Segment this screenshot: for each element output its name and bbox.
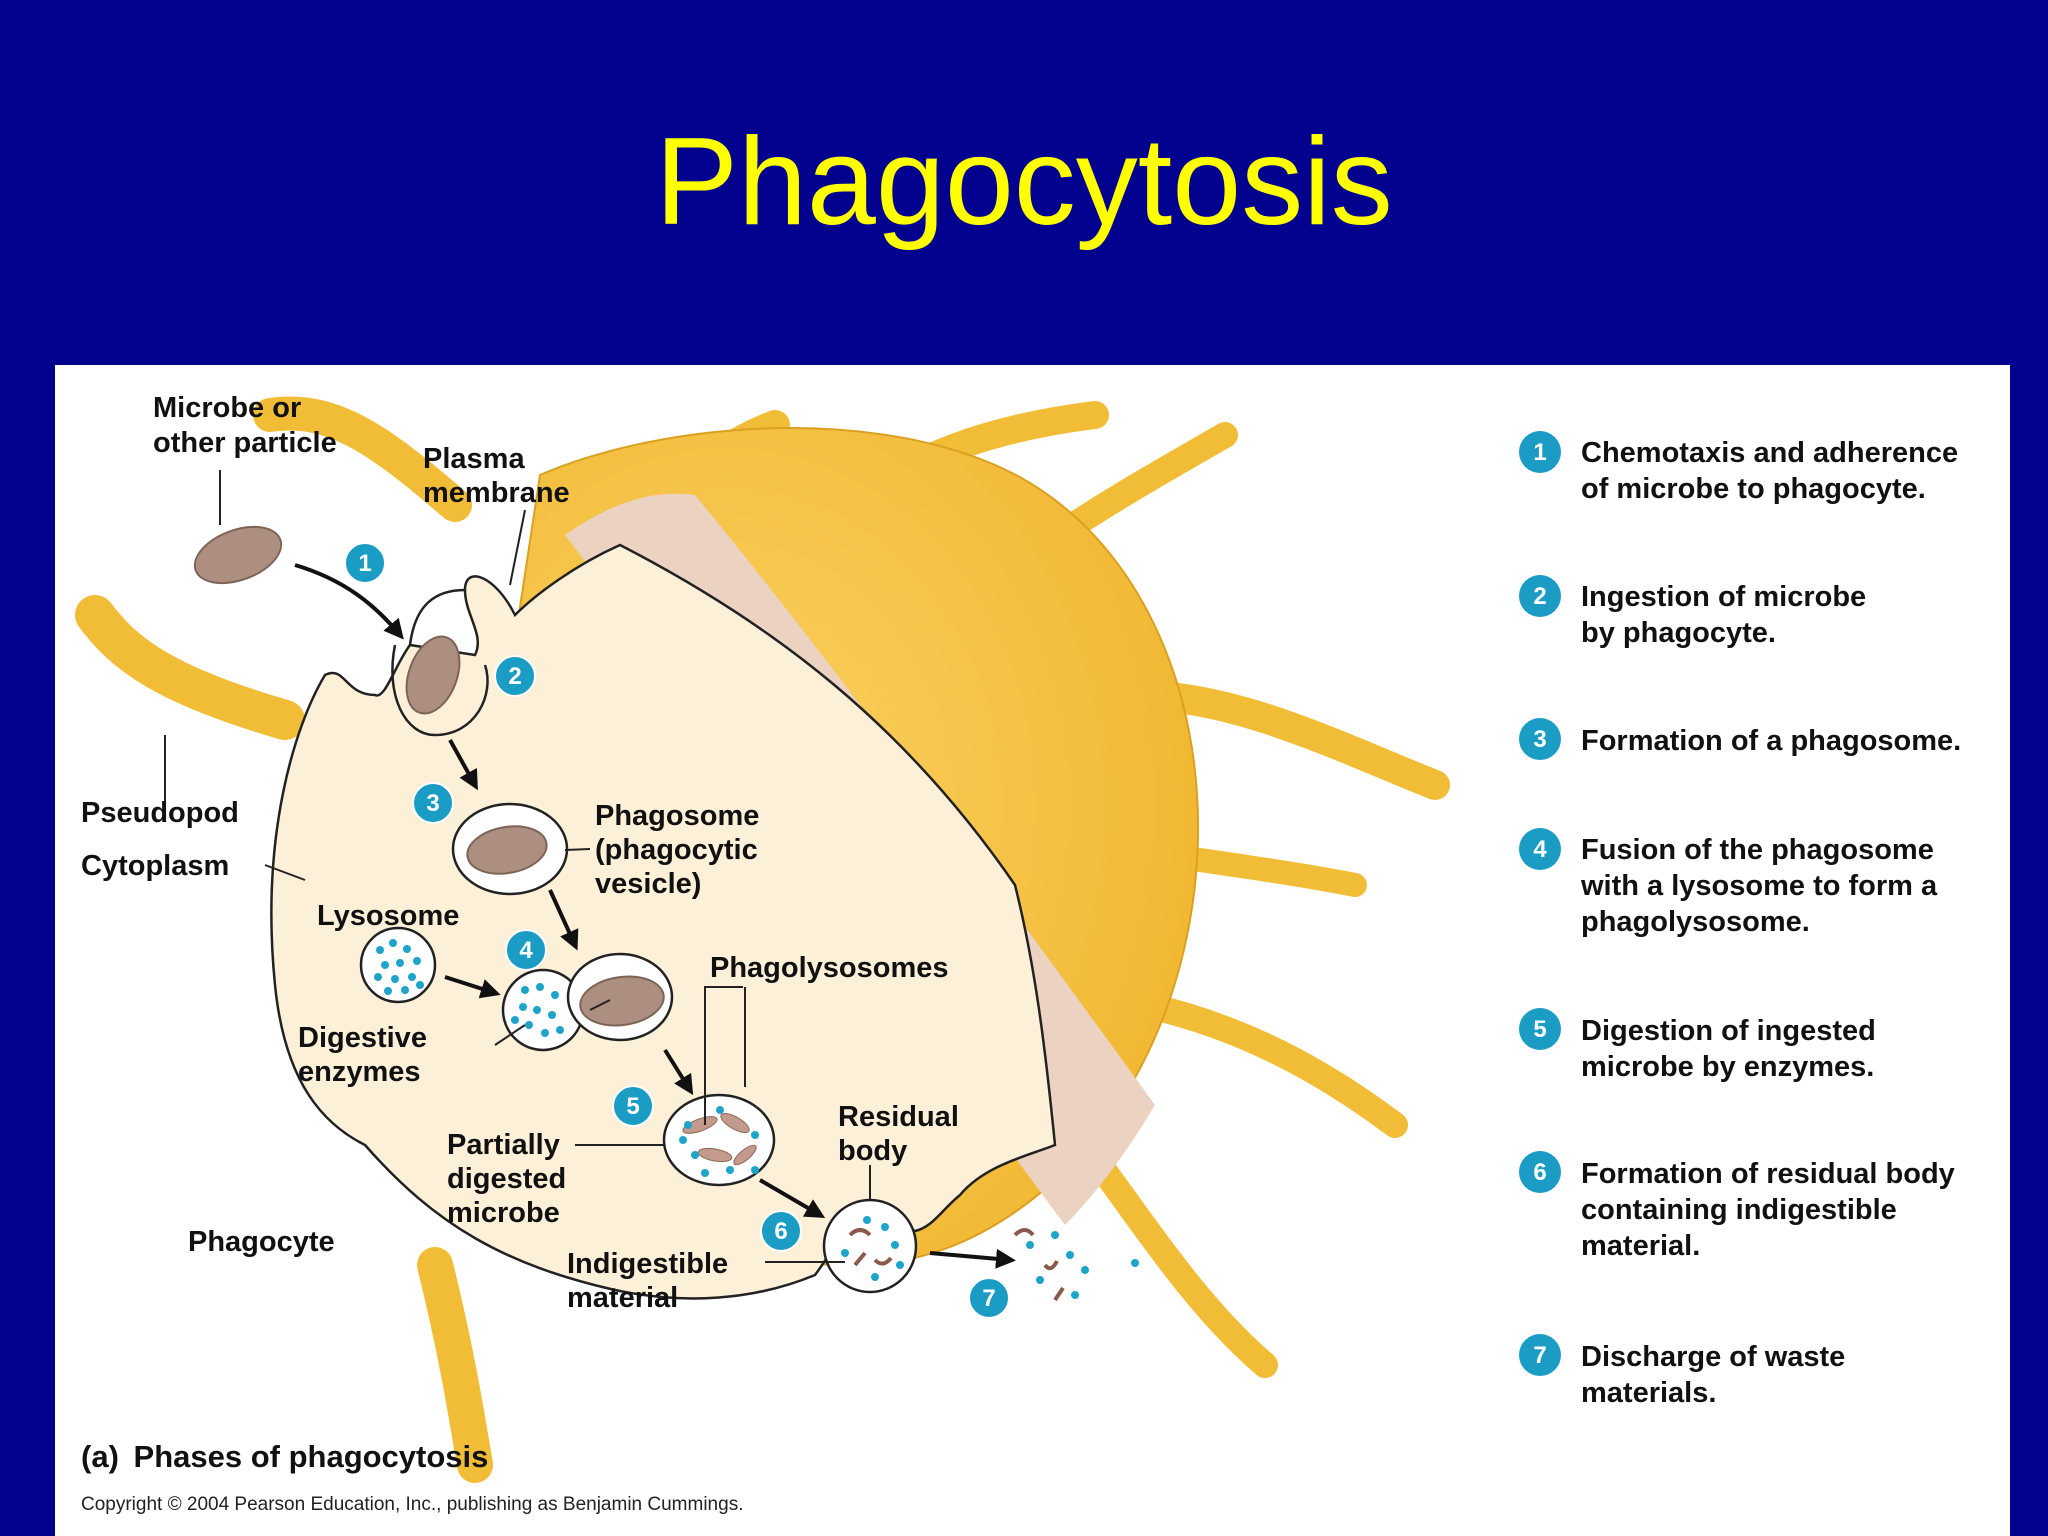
label-indigestible-2: material (567, 1282, 678, 1314)
step-badge-3: 3 (412, 782, 454, 824)
fusing-microbe (579, 975, 665, 1027)
pseudopod-bottom (417, 1247, 493, 1483)
label-plasma-membrane-2: membrane (423, 477, 570, 509)
svg-text:microbe by enzymes.: microbe by enzymes. (1581, 1051, 1874, 1083)
legend: 1 Chemotaxis and adherence of microbe to… (1519, 431, 1961, 1409)
svg-text:2: 2 (1533, 583, 1546, 610)
fusing-enzyme-dots (511, 983, 564, 1037)
membrane-invagination (408, 588, 466, 646)
caption-text: Phases of phagocytosis (134, 1439, 489, 1474)
digesting-enzyme-dots (679, 1106, 759, 1177)
legend-item-3: 3 Formation of a phagosome. (1519, 718, 1961, 760)
svg-text:5: 5 (626, 1093, 639, 1120)
label-pseudopod: Pseudopod (81, 797, 239, 829)
phagocytosis-figure: Microbe or other particle Plasma membran… (55, 365, 2010, 1536)
discharged-waste (1013, 1228, 1139, 1302)
residual-body (822, 1198, 918, 1294)
label-partially-1: Partially (447, 1129, 560, 1161)
label-digestive-1: Digestive (298, 1022, 427, 1054)
svg-text:Discharge of waste: Discharge of waste (1581, 1341, 1845, 1373)
svg-text:7: 7 (1533, 1342, 1546, 1369)
label-plasma-membrane-1: Plasma (423, 443, 525, 475)
step-badge-2: 2 (494, 655, 536, 697)
pseudopod-right-4 (1132, 992, 1408, 1138)
svg-text:Formation of residual body: Formation of residual body (1581, 1158, 1955, 1190)
label-phagocyte: Phagocyte (188, 1226, 335, 1258)
svg-text:of microbe to phagocyte.: of microbe to phagocyte. (1581, 473, 1926, 505)
svg-text:2: 2 (508, 663, 521, 690)
label-indigestible-1: Indigestible (567, 1248, 728, 1280)
svg-text:4: 4 (519, 937, 533, 964)
residual-contents (841, 1216, 904, 1281)
label-cytoplasm: Cytoplasm (81, 850, 229, 882)
figure-caption: (a) Phases of phagocytosis (81, 1439, 488, 1474)
pseudopod-top-left (253, 396, 472, 522)
svg-text:containing indigestible: containing indigestible (1581, 1194, 1897, 1226)
label-residual-2: body (838, 1135, 907, 1167)
svg-text:Formation of a phagosome.: Formation of a phagosome. (1581, 725, 1961, 757)
microbe-ingested (405, 635, 461, 715)
phagosome-microbe (466, 825, 548, 875)
legend-item-6: 6 Formation of residual body containing … (1519, 1151, 1955, 1262)
legend-item-7: 7 Discharge of waste materials. (1519, 1334, 1845, 1409)
label-microbe-2: other particle (153, 427, 337, 459)
svg-text:phagolysosome.: phagolysosome. (1581, 906, 1810, 938)
svg-text:4: 4 (1533, 836, 1547, 863)
svg-text:Ingestion of microbe: Ingestion of microbe (1581, 581, 1866, 613)
svg-text:1: 1 (1533, 439, 1546, 466)
label-partially-2: digested (447, 1163, 566, 1195)
svg-text:material.: material. (1581, 1230, 1700, 1262)
legend-item-2: 2 Ingestion of microbe by phagocyte. (1519, 575, 1866, 649)
step-badge-1: 1 (344, 542, 386, 584)
step-badge-6: 6 (760, 1210, 802, 1252)
digesting-fragments (682, 1112, 757, 1166)
label-microbe-1: Microbe or (153, 392, 301, 424)
step-badges: 1 2 3 4 5 6 7 (344, 542, 1010, 1319)
label-phagosome-1: Phagosome (595, 800, 759, 832)
copyright-notice: Copyright © 2004 Pearson Education, Inc.… (81, 1494, 743, 1515)
step-badge-7: 7 (968, 1277, 1010, 1319)
svg-text:7: 7 (982, 1285, 995, 1312)
caption-part: (a) (81, 1439, 119, 1474)
lysosome-enzyme-dots (374, 939, 424, 995)
legend-item-4: 4 Fusion of the phagosome with a lysosom… (1519, 828, 1938, 938)
label-phagosome-2: (phagocytic (595, 834, 758, 866)
label-phagosome-3: vesicle) (595, 868, 701, 900)
label-partially-3: microbe (447, 1197, 560, 1229)
svg-text:Fusion of the phagosome: Fusion of the phagosome (1581, 834, 1934, 866)
label-digestive-2: enzymes (298, 1056, 421, 1088)
svg-text:3: 3 (1533, 726, 1546, 753)
svg-text:Digestion of ingested: Digestion of ingested (1581, 1015, 1876, 1047)
pseudopod-left (75, 595, 305, 740)
legend-item-1: 1 Chemotaxis and adherence of microbe to… (1519, 431, 1958, 505)
svg-text:6: 6 (774, 1218, 787, 1245)
label-lysosome: Lysosome (317, 900, 459, 932)
step-badge-4: 4 (505, 929, 547, 971)
pseudopod-right-5 (1072, 1132, 1278, 1378)
svg-text:materials.: materials. (1581, 1377, 1716, 1409)
svg-text:with a lysosome to form a: with a lysosome to form a (1580, 870, 1938, 902)
svg-text:3: 3 (426, 790, 439, 817)
label-residual-1: Residual (838, 1101, 959, 1133)
microbe-free (193, 525, 283, 585)
svg-text:5: 5 (1533, 1016, 1546, 1043)
step-arrows (294, 563, 1016, 1269)
svg-text:by phagocyte.: by phagocyte. (1581, 617, 1776, 649)
svg-text:Chemotaxis and adherence: Chemotaxis and adherence (1581, 437, 1958, 469)
label-phagolysosomes: Phagolysosomes (710, 952, 949, 984)
digesting-phagolysosome (662, 1093, 776, 1187)
svg-text:6: 6 (1533, 1159, 1546, 1186)
step-badge-5: 5 (612, 1085, 654, 1127)
slide-title: Phagocytosis (655, 113, 1393, 251)
engulf-pocket (391, 644, 489, 737)
leader-lines (164, 470, 871, 1263)
phagocyte-cytoplasm (270, 543, 1057, 1300)
svg-text:1: 1 (358, 550, 371, 577)
legend-item-5: 5 Digestion of ingested microbe by enzym… (1519, 1008, 1876, 1083)
